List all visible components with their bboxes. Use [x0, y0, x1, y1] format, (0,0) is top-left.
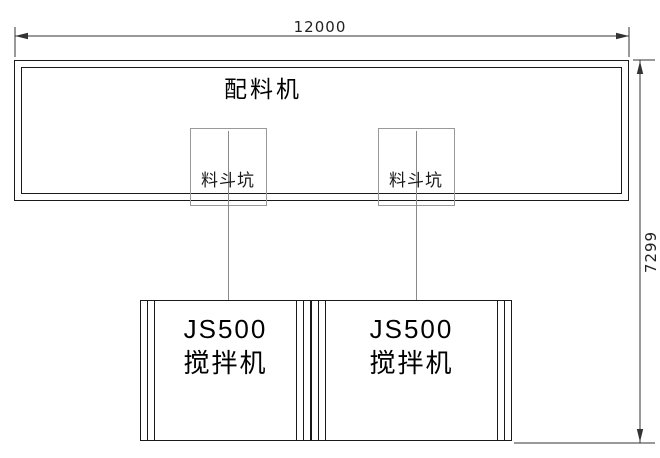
mixer-right-label: JS500 搅拌机	[311, 312, 512, 380]
mixer-left-end-line	[296, 301, 297, 440]
mixer-left-label: JS500 搅拌机	[140, 312, 311, 380]
batching-machine-inner-outline	[21, 67, 622, 194]
mixer-left-outline	[140, 300, 311, 441]
width-dimension-value: 12000	[293, 18, 347, 36]
mixer-right-end-line	[325, 301, 326, 440]
mixer-left-end-line	[147, 301, 148, 440]
batching-machine-outer-outline	[14, 60, 629, 201]
mixer-left-end-line	[154, 301, 155, 440]
mixer-right-name: 搅拌机	[369, 348, 454, 378]
batching-machine-label: 配料机	[224, 76, 302, 102]
hopper-pit-right-label: 料斗坑	[389, 171, 443, 190]
height-dimension-value: 7299	[642, 230, 660, 274]
mixer-left-end-line	[303, 301, 304, 440]
top-dim-arrow-left	[15, 32, 28, 40]
mixer-left-model: JS500	[183, 314, 268, 344]
hopper-pit-left-label: 料斗坑	[201, 171, 255, 190]
top-dim-arrow-right	[616, 32, 629, 40]
right-dim-arrow-bottom	[636, 429, 644, 442]
mixer-left-name: 搅拌机	[183, 348, 268, 378]
mixer-right-end-line	[318, 301, 319, 440]
right-dim-arrow-top	[636, 61, 644, 74]
mixer-right-end-line	[497, 301, 498, 440]
mixer-right-outline	[311, 300, 512, 441]
mixer-right-model: JS500	[369, 314, 454, 344]
mixer-right-end-line	[504, 301, 505, 440]
